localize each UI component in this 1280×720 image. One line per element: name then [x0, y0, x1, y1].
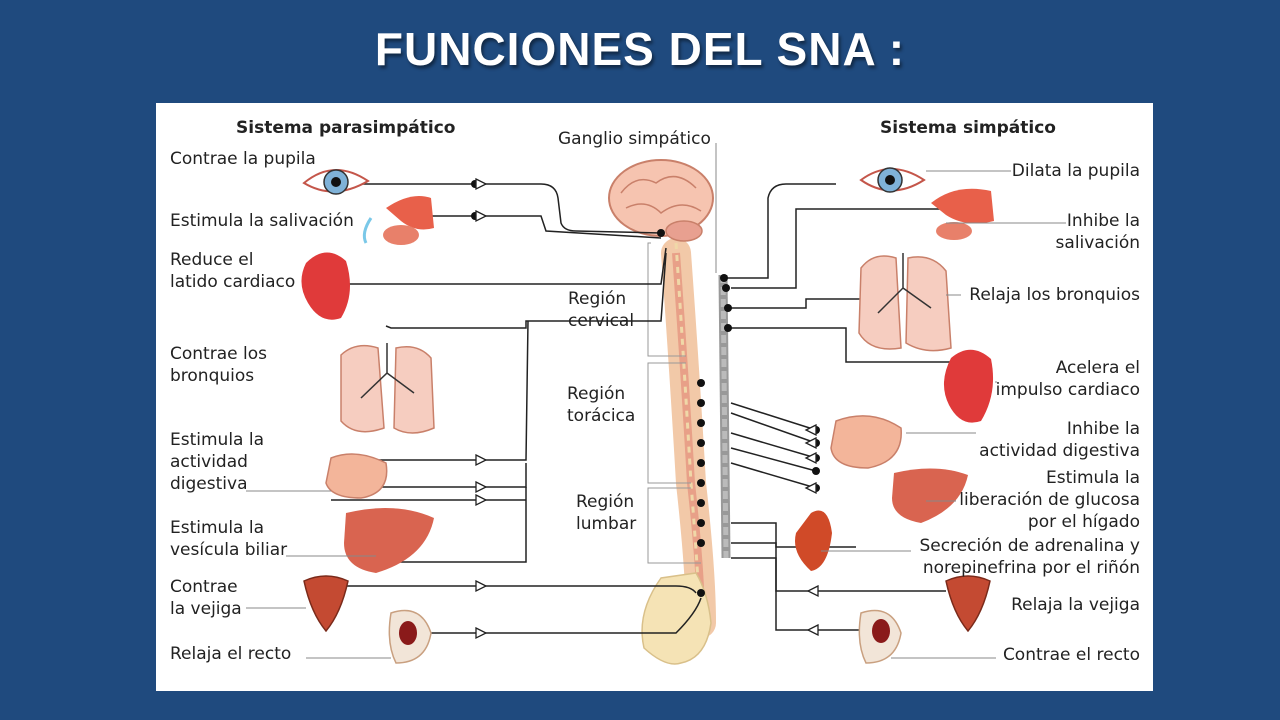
- heart-left: [301, 252, 350, 320]
- synapse-markers: [475, 177, 819, 640]
- symp-label-bladder: Relaja la vejiga: [1011, 595, 1140, 615]
- salivary-gland-left: [362, 195, 434, 245]
- kidney-right: [795, 510, 832, 571]
- diagram-panel: Sistema parasimpático Sistema simpático …: [156, 103, 1153, 691]
- para-label-rectum: Relaja el recto: [170, 644, 292, 664]
- sacrum: [641, 572, 712, 665]
- heart-right: [943, 349, 994, 423]
- stomach-right: [830, 415, 902, 469]
- eye-left: [302, 169, 370, 195]
- rectum-left: [388, 609, 432, 664]
- sympathetic-nerves: [726, 183, 956, 631]
- liver-left: [344, 508, 434, 573]
- region-brackets: [647, 242, 701, 564]
- bladder-left: [303, 575, 349, 633]
- parasympathetic-header: Sistema parasimpático: [236, 118, 456, 138]
- para-label-pupil: Contrae la pupila: [170, 149, 316, 169]
- nervous-system-diagram: [246, 143, 1066, 665]
- liver-right: [892, 468, 968, 523]
- symp-label-pupil: Dilata la pupila: [1011, 161, 1140, 181]
- symp-label-bronchi: Relaja los bronquios: [969, 285, 1140, 305]
- salivary-gland-right: [931, 188, 994, 240]
- ganglion-label: Ganglio simpático: [558, 129, 711, 149]
- brain: [608, 159, 714, 242]
- para-label-salivation: Estimula la salivación: [170, 211, 354, 231]
- lungs-right: [858, 253, 952, 352]
- symp-label-rectum: Contrae el recto: [1002, 645, 1140, 665]
- lungs-left: [340, 343, 435, 434]
- sympathetic-header: Sistema simpático: [880, 118, 1056, 138]
- stomach-left: [325, 453, 388, 499]
- ganglion-chain: [718, 274, 731, 559]
- bladder-right: [945, 575, 991, 633]
- rectum-right: [858, 609, 902, 664]
- slide-title: FUNCIONES DEL SNA :: [374, 23, 906, 75]
- label-leaders: [246, 170, 1066, 659]
- eye-right: [859, 167, 926, 193]
- spinal-column: [661, 238, 716, 638]
